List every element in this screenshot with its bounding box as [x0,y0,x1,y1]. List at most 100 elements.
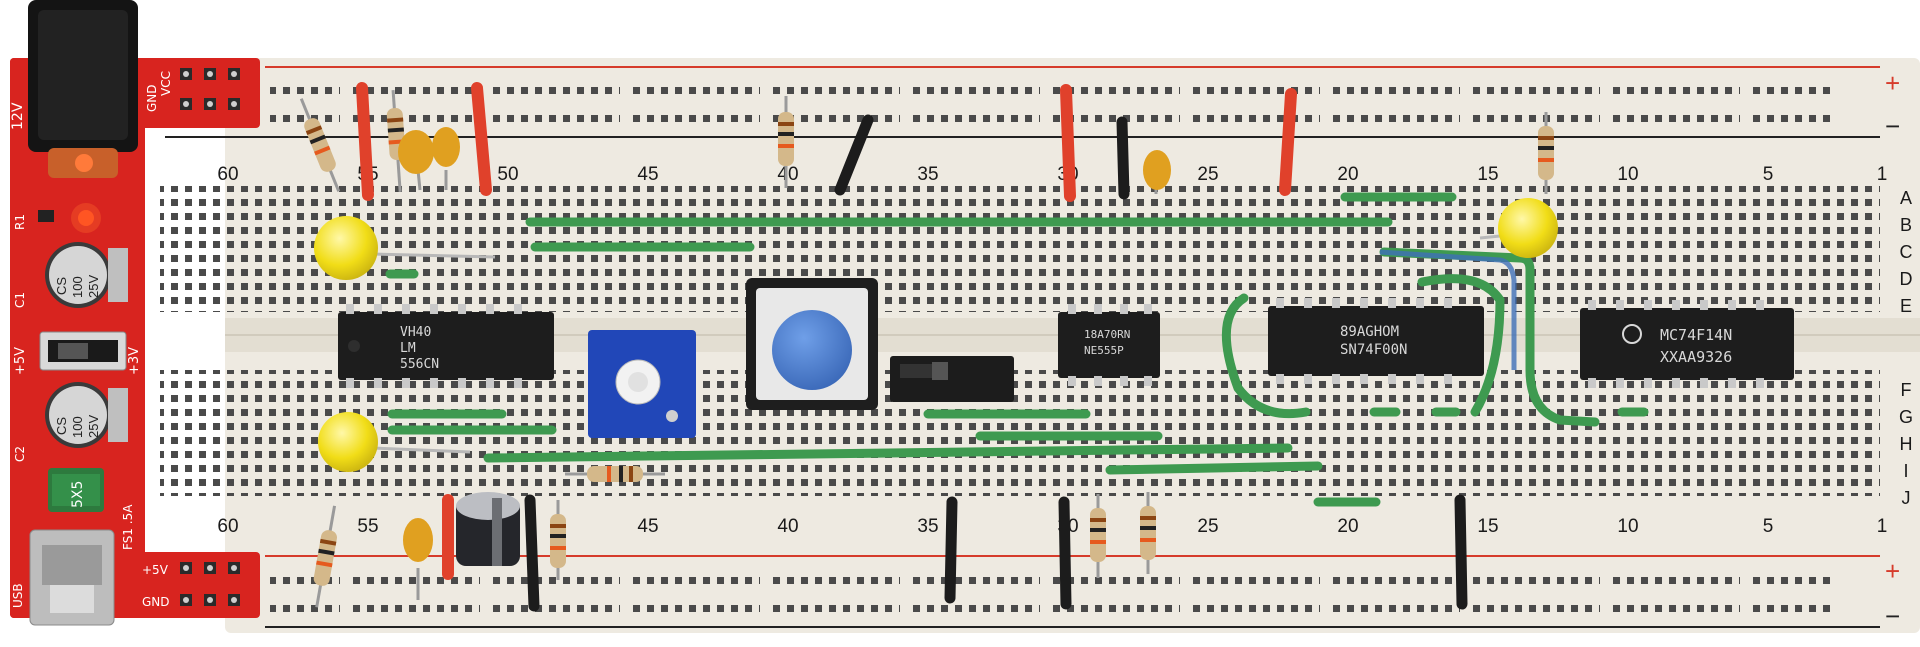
resistor [1090,494,1106,578]
pcb-label-r1: R1 [13,214,27,230]
switch-label-5v: +5V [13,347,28,375]
cap-c2-text: CS [54,417,69,435]
switch-label-3v: +3V [127,347,142,375]
col-num: 50 [497,164,518,185]
slide-switch-knob[interactable] [932,362,948,380]
cap-c1-text: 25V [86,275,101,298]
col-num: 45 [637,516,658,537]
col-num: 10 [1617,164,1638,185]
ic-mc74f14n: MC74F14N XXAA9326 [1580,300,1794,388]
col-num: 5 [1763,516,1774,537]
ceramic-capacitors [398,127,1171,600]
bottom-rail-holes-b [270,600,1830,614]
pcb-label-12v: 12V [10,102,26,130]
blue-wire [1379,249,1517,370]
resistor [778,96,794,188]
rail-plus-bottom: + [1885,556,1900,586]
top-rail-holes-a [270,82,1830,96]
terminal-holes-top [160,186,1880,312]
col-num: 35 [917,164,938,185]
row-letter: C [1900,242,1913,262]
rail-plus-top: + [1885,68,1900,98]
col-num: 60 [217,164,238,185]
motorola-logo-icon [1622,324,1642,344]
cap-c2-text: 100 [70,416,85,438]
ic-marking: 556CN [400,357,439,372]
electrolytic-capacitor [456,492,520,566]
leds [314,198,1558,472]
resistor [565,466,665,482]
usb-label: USB [11,583,25,608]
ic-sn74f00n: 89AGHOM SN74F00N [1268,298,1484,384]
resistors [299,89,1554,608]
voltage-switch-knob[interactable] [58,343,88,359]
pcb-label-gnd: GND [145,84,159,112]
ceramic-capacitor [1143,150,1171,190]
power-led-icon [75,154,93,172]
fuse-label: FS1 .5A [121,504,135,550]
col-num: 1 [1877,516,1888,537]
column-numbers-bottom: 60 55 50 45 40 35 30 25 20 15 10 5 1 [217,516,1887,537]
col-num: 25 [1197,164,1218,185]
resistor [1538,112,1554,194]
resistor [550,500,566,580]
status-led-icon [78,210,94,226]
rail-minus-top: − [1885,111,1900,141]
col-num: 60 [217,516,238,537]
resistor [313,505,337,608]
row-letter: B [1900,215,1912,235]
yellow-led-icon [314,216,378,280]
ic-8pin: 18A70RN NE555P [1058,304,1160,386]
ic-marking: SN74F00N [1340,342,1407,358]
ic-marking: 89AGHOM [1340,324,1399,340]
col-num: 35 [917,516,938,537]
row-letter: G [1899,407,1913,427]
resistor [299,98,341,192]
fuse-text: 5X5 [70,481,86,508]
push-button-cap[interactable] [772,310,852,390]
slide-switch[interactable] [890,356,1014,402]
ic-marking: NE555P [1084,344,1124,357]
column-numbers-top: 60 55 50 45 40 35 30 25 20 15 10 5 1 [217,164,1887,185]
row-letters: A B C D E F G H I J [1899,188,1913,508]
pcb-label-c1: C1 [13,292,27,308]
pcb-label-c2: C2 [13,446,27,462]
black-jumpers [524,114,1468,612]
col-num: 1 [1877,164,1888,185]
ic-marking: XXAA9326 [1660,348,1732,366]
col-num: 45 [637,164,658,185]
rail-minus-bottom: − [1885,601,1900,631]
row-letter: I [1903,461,1908,481]
col-num: 10 [1617,516,1638,537]
cap-c1-text: 100 [70,276,85,298]
col-num: 15 [1477,164,1498,185]
col-num: 40 [777,516,798,537]
col-num: 55 [357,516,378,537]
col-num: 20 [1337,164,1358,185]
yellow-led-icon [1498,198,1558,258]
ceramic-capacitor [403,518,433,562]
ic-marking: VH40 [400,325,431,340]
col-num: 15 [1477,516,1498,537]
ceramic-capacitor [432,127,460,167]
row-letter: A [1900,188,1912,208]
out-label-gnd: GND [142,595,170,609]
resistor [1140,492,1156,574]
col-num: 40 [777,164,798,185]
push-button[interactable] [746,278,878,410]
cap-c2-text: 25V [86,415,101,438]
row-letter: H [1900,434,1913,454]
ic-marking: 18A70RN [1084,328,1130,341]
potentiometer[interactable] [588,330,696,438]
bottom-rail-holes-a [270,572,1830,586]
top-rail-holes-b [270,110,1830,124]
power-module: VCC GND 12V R1 C1 CS 100 25V +5V +3V C2 … [10,0,260,626]
col-num: 5 [1763,164,1774,185]
out-label-5v: +5V [142,563,169,577]
cap-c1-text: CS [54,277,69,295]
row-letter: F [1901,380,1912,400]
row-letter: E [1900,296,1912,316]
col-num: 25 [1197,516,1218,537]
red-jumpers [356,82,1297,580]
